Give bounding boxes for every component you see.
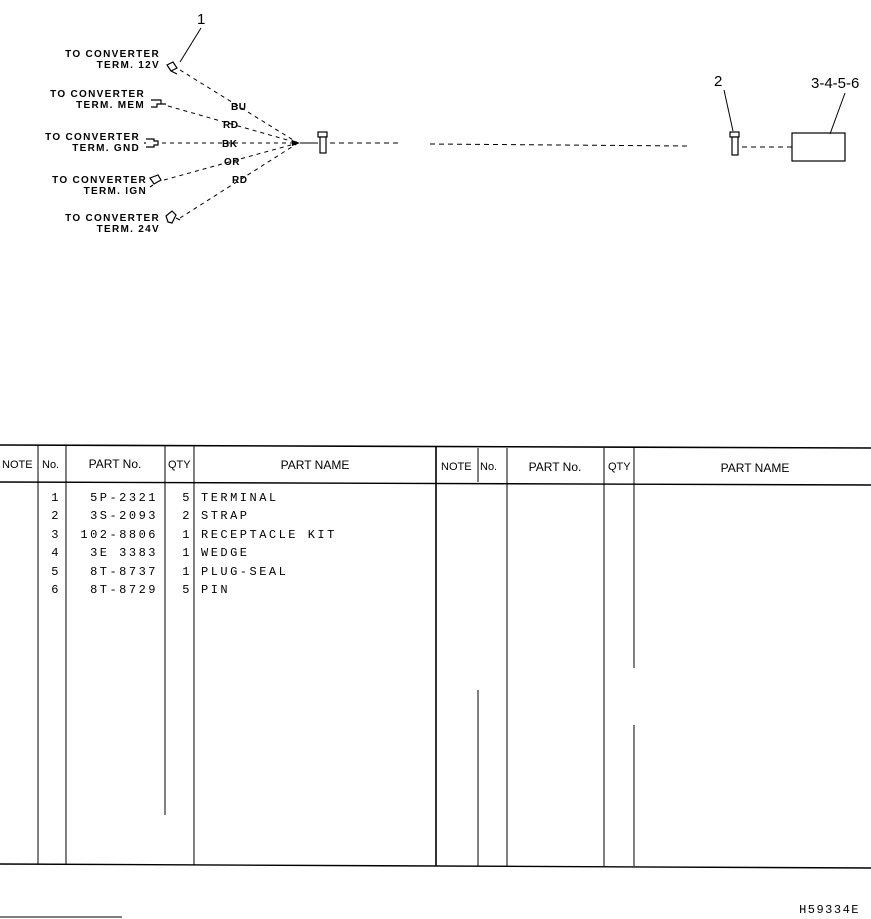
row-qty: 1 bbox=[182, 546, 191, 560]
header-part-no-left: PART No. bbox=[89, 457, 142, 471]
wire-or bbox=[163, 142, 299, 181]
conn-ign-line2: TERM. IGN bbox=[84, 186, 147, 197]
header-no-left: No. bbox=[42, 459, 59, 471]
row-qty: 1 bbox=[182, 528, 191, 542]
plug-left-icon bbox=[317, 131, 328, 154]
conn-gnd-line1: TO CONVERTER bbox=[45, 132, 140, 143]
table-top-rule bbox=[0, 444, 871, 449]
document-id: H59334E bbox=[799, 903, 860, 917]
table-row: 3 102-8806 1 RECEPTACLE KIT bbox=[51, 528, 337, 542]
callout-leader-3456 bbox=[829, 92, 846, 135]
header-no-right: No. bbox=[480, 461, 497, 473]
header-part-no-right: PART No. bbox=[529, 460, 582, 474]
row-qty: 2 bbox=[182, 509, 191, 523]
wire-label-rd-1: RD bbox=[223, 120, 238, 131]
row-no: 6 bbox=[51, 583, 60, 597]
wire-label-or: OR bbox=[224, 157, 240, 168]
row-part-name: WEDGE bbox=[201, 546, 250, 560]
row-qty: 1 bbox=[182, 565, 191, 579]
header-part-name-left: PART NAME bbox=[281, 458, 350, 472]
callout-item-1: 1 bbox=[197, 11, 205, 28]
connection-labels: TO CONVERTER TERM. 12V TO CONVERTER TERM… bbox=[45, 49, 160, 235]
header-note-left: NOTE bbox=[2, 459, 33, 471]
wire-label-bk: BK bbox=[222, 139, 238, 150]
callout-leader-1 bbox=[179, 27, 202, 63]
column-dividers bbox=[37, 445, 635, 866]
wire-bu bbox=[179, 69, 299, 144]
conn-gnd-line2: TERM. GND bbox=[72, 143, 140, 154]
conn-mem-line1: TO CONVERTER bbox=[50, 89, 145, 100]
table-row: 1 5P-2321 5 TERMINAL bbox=[51, 491, 279, 505]
table-row: 6 8T-8729 5 PIN bbox=[51, 583, 230, 597]
header-part-name-right: PART NAME bbox=[721, 461, 790, 475]
terminal-mem-icon bbox=[151, 99, 166, 108]
conn-24v-line1: TO CONVERTER bbox=[65, 213, 160, 224]
wiring-diagram: 1 BU RD BK OR RD bbox=[45, 11, 859, 235]
row-part-no: 8T-8737 bbox=[90, 565, 158, 579]
row-part-name: STRAP bbox=[201, 509, 250, 523]
conn-ign-line1: TO CONVERTER bbox=[52, 175, 147, 186]
wire-bundle bbox=[162, 69, 299, 219]
header-qty-left: QTY bbox=[168, 459, 191, 471]
header-note-right: NOTE bbox=[441, 461, 472, 473]
parts-table: NOTE No. PART No. QTY PART NAME NOTE No.… bbox=[0, 444, 871, 869]
row-part-name: RECEPTACLE KIT bbox=[201, 528, 337, 542]
terminal-ign-icon bbox=[149, 174, 162, 188]
callout-leader-2 bbox=[723, 89, 734, 132]
harness-run-line bbox=[330, 142, 689, 147]
row-part-name: TERMINAL bbox=[201, 491, 279, 505]
conn-mem-line2: TERM. MEM bbox=[76, 100, 145, 111]
table-row: 5 8T-8737 1 PLUG-SEAL bbox=[51, 565, 288, 579]
wire-junction bbox=[292, 140, 300, 146]
terminal-24v-icon bbox=[165, 210, 181, 224]
row-part-name: PLUG-SEAL bbox=[201, 565, 288, 579]
row-qty: 5 bbox=[182, 583, 191, 597]
table-row: 2 3S-2093 2 STRAP bbox=[51, 509, 250, 523]
terminal-12v-icon bbox=[166, 61, 178, 75]
row-part-no: 8T-8729 bbox=[90, 583, 158, 597]
conn-12v-line2: TERM. 12V bbox=[97, 60, 160, 71]
row-no: 5 bbox=[51, 565, 60, 579]
row-part-no: 5P-2321 bbox=[90, 491, 158, 505]
terminal-gnd-icon bbox=[144, 138, 159, 148]
conn-24v-line2: TERM. 24V bbox=[97, 224, 160, 235]
header-qty-right: QTY bbox=[608, 461, 631, 473]
callout-items-3456: 3-4-5-6 bbox=[811, 75, 859, 92]
table-row: 4 3E 3383 1 WEDGE bbox=[51, 546, 250, 560]
wire-label-rd-2: RD bbox=[232, 175, 247, 186]
row-part-no: 3S-2093 bbox=[90, 509, 158, 523]
pin-right-icon bbox=[729, 131, 740, 156]
wire-rd-1 bbox=[167, 105, 299, 144]
row-part-name: PIN bbox=[201, 583, 230, 597]
receptacle-box bbox=[791, 132, 846, 162]
row-part-no: 102-8806 bbox=[80, 528, 158, 542]
row-no: 3 bbox=[51, 528, 60, 542]
terminal-connectors bbox=[144, 61, 181, 224]
row-no: 4 bbox=[51, 546, 60, 560]
row-no: 1 bbox=[51, 491, 60, 505]
conn-12v-line1: TO CONVERTER bbox=[65, 49, 160, 60]
wire-label-bu: BU bbox=[231, 102, 246, 113]
callout-item-2: 2 bbox=[714, 73, 722, 90]
row-no: 2 bbox=[51, 509, 60, 523]
row-part-no: 3E 3383 bbox=[90, 546, 158, 560]
row-qty: 5 bbox=[182, 491, 191, 505]
